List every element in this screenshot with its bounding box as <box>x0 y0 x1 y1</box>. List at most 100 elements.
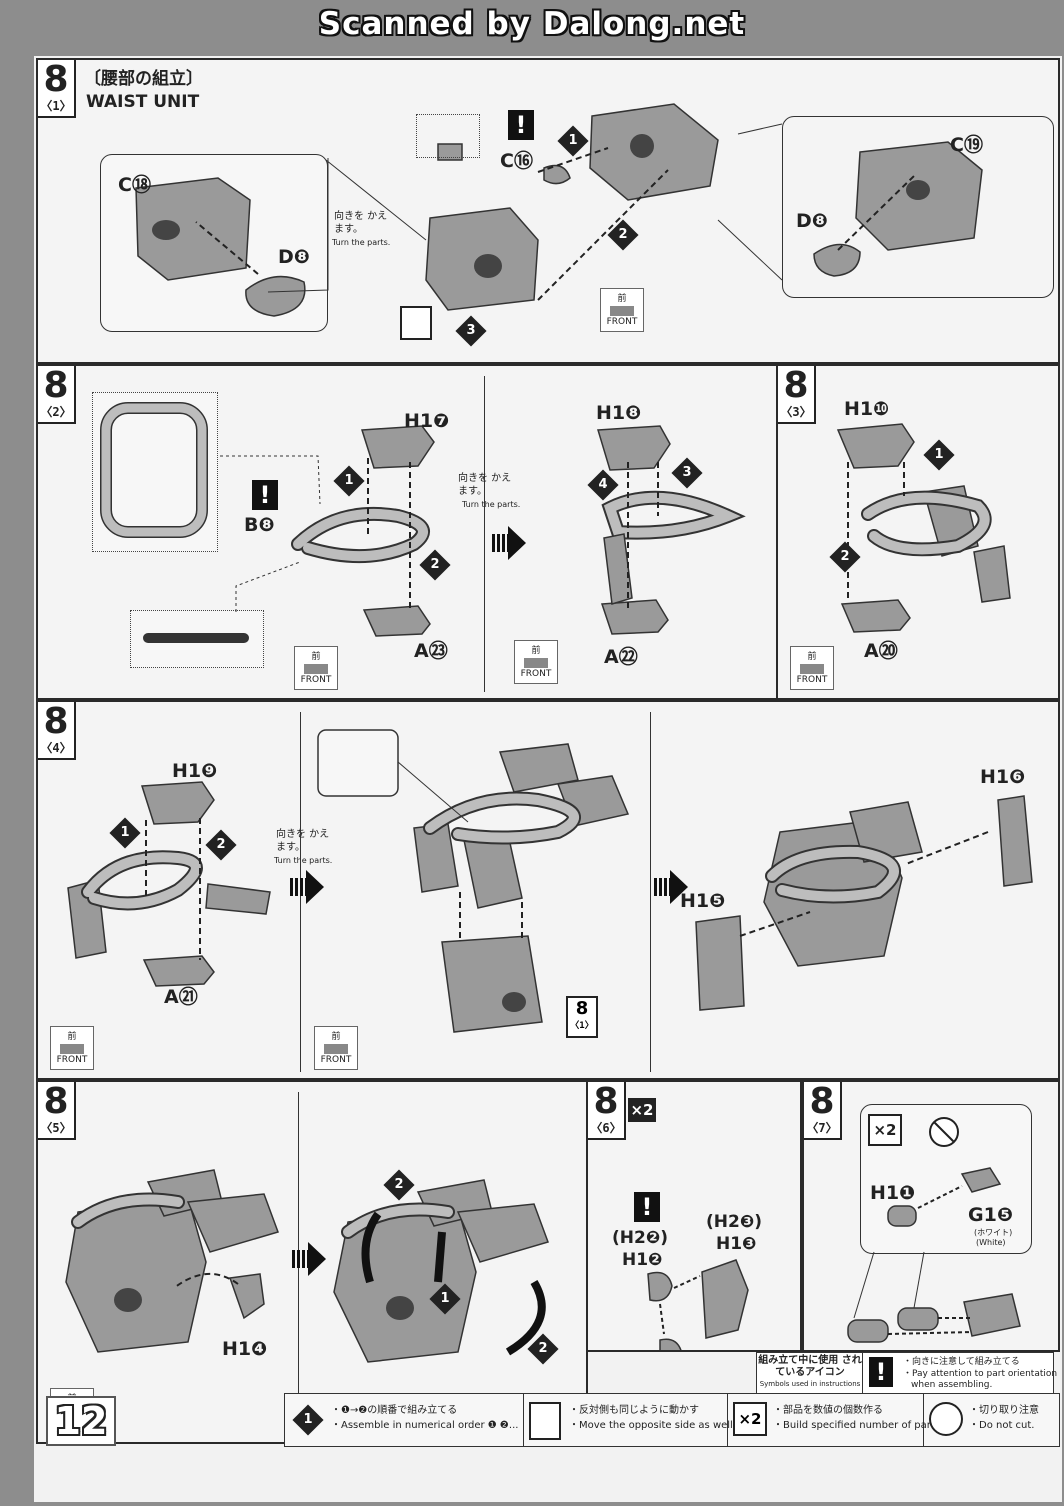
label-c19: C⑲ <box>950 134 983 156</box>
step-badge: 8〈3〉 <box>778 366 816 424</box>
panel-step-8-7: 8〈7〉 ×2 H1❶ G1❺ (ホワイト) (White) <box>802 1080 1060 1352</box>
label-d8-right: D❽ <box>796 210 828 232</box>
legend-count: ×2 ・部品を数値の個数作る・Build specified number of… <box>727 1394 943 1446</box>
legend-order: 1 ・❶→❷の順番で組み立てる・Assemble in numerical or… <box>285 1394 524 1446</box>
mirror-move-icon <box>400 306 432 340</box>
white-en: (White) <box>976 1238 1006 1247</box>
label-b8: B❽ <box>244 514 275 536</box>
section-title-jp: 〔腰部の組立〕 <box>84 69 203 89</box>
step-marker-2: 2 <box>205 829 237 861</box>
panel-step-8-4: 8〈4〉 <box>36 700 1060 1080</box>
panel7-drawing <box>847 1117 1021 1343</box>
panel5-drawing <box>65 1169 549 1363</box>
next-arrow <box>492 526 526 560</box>
x2-badge: ×2 <box>628 1098 656 1122</box>
label-h18: H1❽ <box>596 402 642 424</box>
next-arrow-1 <box>290 870 324 904</box>
label-h19: H1❾ <box>172 760 218 782</box>
symbols-header: 組み立て中に使用 されているアイコン Symbols used in instr… <box>756 1352 864 1394</box>
label-a20: A⑳ <box>864 640 898 662</box>
warning-icon: ! <box>634 1192 660 1222</box>
no-cut-icon <box>929 1402 963 1436</box>
step-marker-2: 2 <box>607 219 639 251</box>
scan-banner: Scanned by Dalong.net <box>0 0 1064 52</box>
next-arrow-2 <box>654 870 688 904</box>
ref-step-box: 8 〈1〉 <box>566 996 598 1038</box>
turn-note-jp: 向きを かえます。 <box>276 829 330 853</box>
label-a22: A㉒ <box>604 646 638 668</box>
white-jp: (ホワイト) <box>974 1228 1013 1237</box>
step-marker-2: 2 <box>419 549 451 581</box>
step-marker-1: 1 <box>557 125 589 157</box>
legend-no-cut: ・切り取り注意・Do not cut. <box>923 1394 1057 1446</box>
label-h15: H1❺ <box>680 890 726 912</box>
panel-step-8-1: 8〈1〉 〔腰部の組立〕 WAIST UNIT C⑱ D❽ 向きを かえます。 … <box>36 58 1060 364</box>
label-h110: H1❿ <box>844 398 890 420</box>
x2-badge: ×2 <box>868 1114 902 1146</box>
orientation-warning-legend: ! ・向きに注意して組み立てる ・Pay attention to part o… <box>862 1352 1057 1394</box>
turn-note-jp: 向きを かえます。 <box>458 473 512 497</box>
divider-2 <box>650 712 651 1072</box>
step-badge: 8〈7〉 <box>804 1082 842 1140</box>
next-arrow <box>292 1242 326 1276</box>
label-c16: C⑯ <box>500 150 533 172</box>
turn-note-en: Turn the parts. <box>462 500 521 509</box>
banner-text: Scanned by Dalong.net <box>318 6 746 42</box>
warning-icon: ! <box>869 1357 893 1387</box>
step-marker-2: 2 <box>829 541 861 573</box>
step-marker-1: 1 <box>333 465 365 497</box>
step-marker-3: 3 <box>455 315 487 347</box>
label-h23: (H2❸) <box>706 1212 762 1232</box>
label-h11: H1❶ <box>870 1182 916 1204</box>
detail-callout-right <box>782 116 1054 298</box>
turn-note-en: Turn the parts. <box>332 238 391 247</box>
warning-icon: ! <box>252 480 278 510</box>
step-marker-4: 4 <box>587 469 619 501</box>
x2-icon: ×2 <box>733 1402 767 1436</box>
panel3-drawing <box>836 423 1011 633</box>
panel-step-8-6: 8〈6〉 ×2 ! (H2❷) H1❷ (H2❸) H1❸ <box>586 1080 802 1352</box>
step-marker-2b: 2 <box>527 1333 559 1365</box>
label-c18: C⑱ <box>118 174 151 196</box>
label-a21: A㉑ <box>164 986 198 1008</box>
mirror-move-icon <box>529 1402 561 1440</box>
page-number: 12 <box>46 1396 116 1446</box>
turn-note-en: Turn the parts. <box>274 856 333 865</box>
label-h22: (H2❷) <box>612 1228 668 1248</box>
step-marker-2: 2 <box>383 1169 415 1201</box>
panel4-drawing <box>67 729 1033 1033</box>
divider <box>484 376 485 692</box>
step-badge: 8〈2〉 <box>38 366 76 424</box>
warning-icon: ! <box>508 110 534 140</box>
panel1-drawing <box>135 103 983 317</box>
label-a23: A㉓ <box>414 640 448 662</box>
turn-note-jp: 向きを かえます。 <box>334 211 388 235</box>
label-h12: H1❷ <box>622 1250 663 1270</box>
step-marker-1: 1 <box>429 1283 461 1315</box>
label-h13: H1❸ <box>716 1234 757 1254</box>
label-h16: H1❻ <box>980 766 1026 788</box>
section-title-en: WAIST UNIT <box>86 92 200 112</box>
step-badge: 8〈5〉 <box>38 1082 76 1140</box>
part-c16-callout <box>416 114 480 158</box>
panel2-drawing <box>100 402 746 643</box>
step-marker-1: 1 <box>109 817 141 849</box>
panel6-drawing <box>647 1259 749 1350</box>
label-g15: G1❺ <box>968 1204 1013 1226</box>
order-icon: 1 <box>292 1404 324 1436</box>
step-marker-1: 1 <box>923 439 955 471</box>
label-d8: D❽ <box>278 246 310 268</box>
step-badge: 8〈6〉 <box>588 1082 626 1140</box>
step-badge: 8〈4〉 <box>38 702 76 760</box>
icon-legend: 1 ・❶→❷の順番で組み立てる・Assemble in numerical or… <box>284 1393 1060 1447</box>
step-marker-3: 3 <box>671 457 703 489</box>
